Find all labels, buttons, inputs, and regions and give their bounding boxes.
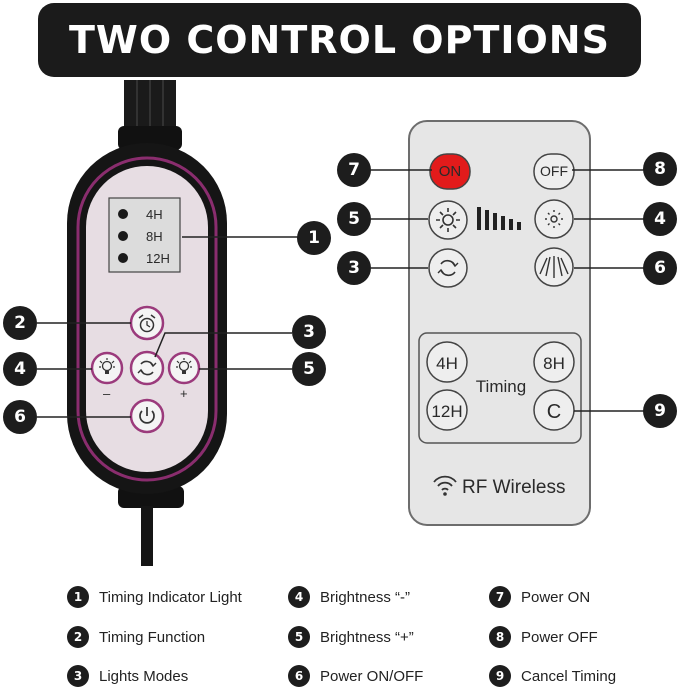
callout-3: 3 [292,315,326,349]
legend-number: 8 [489,626,511,648]
remote-control [371,120,644,526]
banner-title: TWO CONTROL OPTIONS [38,3,641,77]
callout-6: 6 [3,400,37,434]
legend-item: 7 Power ON [489,585,590,609]
light-mode-button[interactable] [534,247,574,287]
callout-9: 9 [643,394,677,428]
illustration: 4H 8H 12H – + ON OFF 4H 8H 12H C Timing … [37,80,644,566]
cycle-arrows-icon [137,360,157,376]
power-icon [139,407,155,424]
legend-text: Timing Indicator Light [99,588,242,606]
callout-4-remote: 4 [643,202,677,236]
power-button[interactable] [129,398,165,434]
legend-text: Lights Modes [99,667,189,685]
timer-12h-button[interactable] [426,389,468,431]
legend-number: 5 [288,626,310,648]
off-label: OFF [540,163,568,179]
legend-text: Timing Function [99,628,206,646]
brightness-down-button[interactable] [534,199,574,239]
cancel-label: C [547,401,561,423]
legend-item: 3 Lights Modes [67,664,188,688]
brightness-minus-button[interactable] [90,351,124,385]
callout-4: 4 [3,352,37,386]
light-rays-icon [539,256,569,278]
callout-7: 7 [337,153,371,187]
callout-5-remote: 5 [337,202,371,236]
on-button[interactable] [429,153,471,190]
timing-label-8h: 8H [146,229,163,244]
legend-item: 8 Power OFF [489,625,598,649]
legend-item: 1 Timing Indicator Light [67,585,242,609]
legend-number: 1 [67,586,89,608]
legend-text: Power ON [521,588,591,606]
dim-sun-icon [545,210,563,228]
sun-icon [436,208,460,232]
off-button[interactable] [533,153,575,190]
timer-4h-label: 4H [436,354,458,373]
brightness-up-button[interactable] [428,200,468,240]
legend-item: 5 Brightness “+” [288,625,414,649]
callout-2: 2 [3,306,37,340]
on-label: ON [439,163,462,180]
cancel-timing-button[interactable] [533,389,575,431]
legend-item: 9 Cancel Timing [489,664,616,688]
callout-1: 1 [297,221,331,255]
legend-item: 4 Brightness “-” [288,585,410,609]
legend-number: 4 [288,586,310,608]
timing-label-12h: 12H [146,251,170,266]
callout-8: 8 [643,152,677,186]
timing-label-4h: 4H [146,207,163,222]
plus-label: + [180,386,188,401]
brightness-bars-icon [477,207,521,230]
legend-text: Power ON/OFF [320,667,424,685]
bulb-icon [99,358,115,374]
wired-controller [37,80,298,566]
callout-5: 5 [292,352,326,386]
legend-item: 6 Power ON/OFF [288,664,423,688]
callout-3-remote: 3 [337,251,371,285]
legend-number: 3 [67,665,89,687]
legend-text: Power OFF [521,628,598,646]
brightness-plus-button[interactable] [167,351,201,385]
legend-text: Brightness “-” [320,588,411,606]
mode-button[interactable] [129,350,165,386]
legend-number: 2 [67,626,89,648]
minus-label: – [103,386,111,401]
legend-text: Brightness “+” [320,628,414,646]
timer-12h-label: 12H [431,402,462,421]
callout-6-remote: 6 [643,251,677,285]
timing-button[interactable] [129,305,165,341]
timer-8h-button[interactable] [533,341,575,383]
legend-item: 2 Timing Function [67,625,205,649]
wifi-icon [433,475,457,496]
rf-wireless-label: RF Wireless [462,477,565,498]
cycle-arrows-icon [437,259,459,277]
timer-8h-label: 8H [543,354,565,373]
bulb-icon [176,358,192,374]
legend-number: 7 [489,586,511,608]
mode-cycle-button[interactable] [428,248,468,288]
legend-number: 9 [489,665,511,687]
legend-number: 6 [288,665,310,687]
alarm-clock-icon [138,314,156,333]
legend-text: Cancel Timing [521,667,617,685]
timing-group-label: Timing [476,377,526,396]
timer-4h-button[interactable] [426,341,468,383]
